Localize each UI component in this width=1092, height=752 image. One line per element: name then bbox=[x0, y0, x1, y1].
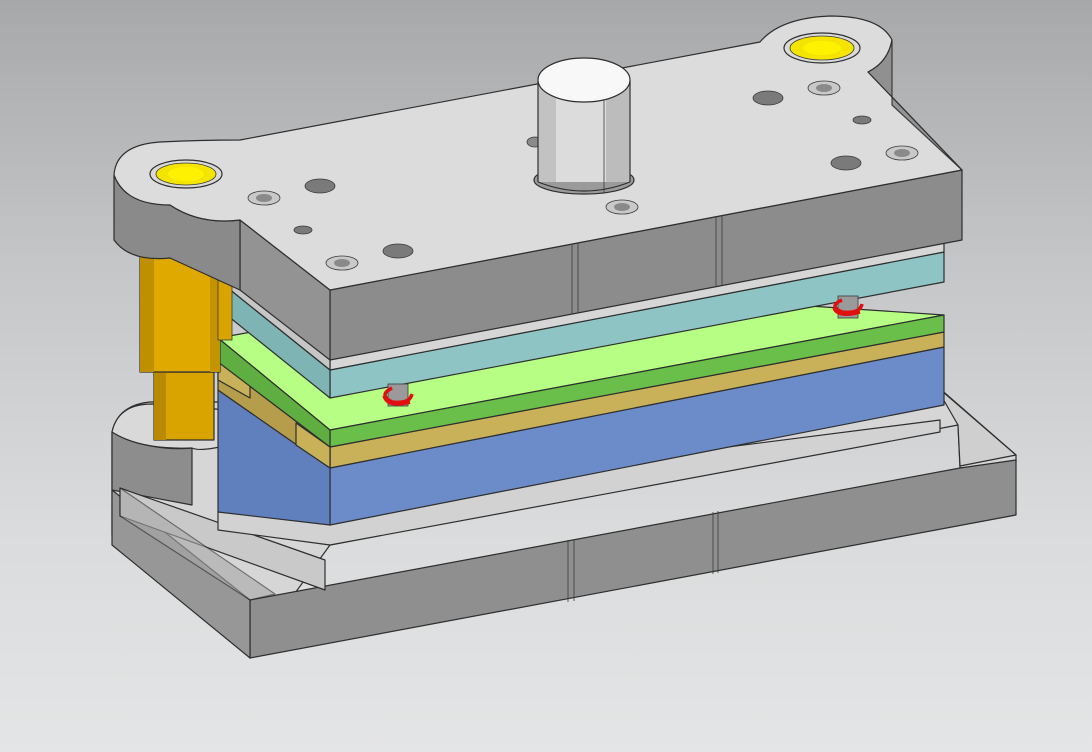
guide-bushing-right bbox=[783, 32, 861, 64]
screw-holes bbox=[247, 80, 919, 271]
spring-left bbox=[382, 383, 414, 407]
die-plate[interactable] bbox=[217, 346, 945, 546]
guide-bushing-left bbox=[149, 159, 223, 189]
spring-right bbox=[832, 295, 864, 319]
shank[interactable] bbox=[533, 57, 635, 195]
